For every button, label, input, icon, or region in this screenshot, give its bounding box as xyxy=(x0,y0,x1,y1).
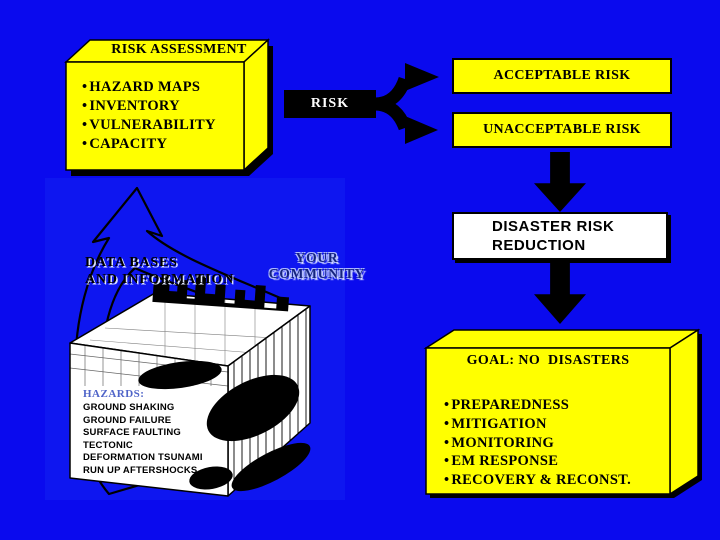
list-item: MITIGATION xyxy=(444,415,631,434)
goal-box: GOAL: NO DISASTERS PREPAREDNESS MITIGATI… xyxy=(422,326,706,502)
hazards-list: HAZARDS: GROUND SHAKING GROUND FAILURE S… xyxy=(83,388,233,477)
acceptable-risk-box: ACCEPTABLE RISK xyxy=(452,58,672,94)
unacceptable-risk-box: UNACCEPTABLE RISK xyxy=(452,112,672,148)
fault-blobs xyxy=(138,360,311,492)
hazard-line: TECTONIC xyxy=(83,439,133,451)
list-item: PREPAREDNESS xyxy=(444,396,631,415)
city-block-graphic xyxy=(69,274,311,497)
list-item: INVENTORY xyxy=(82,97,216,116)
hazard-line: DEFORMATION TSUNAMI xyxy=(83,452,203,463)
city-skyline-icon xyxy=(152,274,290,312)
list-item: MONITORING xyxy=(444,434,631,453)
goal-list: PREPAREDNESS MITIGATION MONITORING EM RE… xyxy=(444,396,631,490)
disaster-risk-reduction-box: DISASTER RISK REDUCTION xyxy=(452,212,668,260)
down-arrow-icon xyxy=(534,262,586,324)
risk-assessment-list: HAZARD MAPS INVENTORY VULNERABILITY CAPA… xyxy=(82,78,216,154)
community-label: YOUR COMMUNITY xyxy=(268,250,366,281)
split-arrow-icon xyxy=(374,63,439,144)
list-item: VULNERABILITY xyxy=(82,116,216,135)
risk-assessment-title: RISK ASSESSMENT xyxy=(111,42,247,57)
acceptable-risk-label: ACCEPTABLE RISK xyxy=(493,68,631,83)
risk-connector-label: RISK xyxy=(284,90,376,118)
risk-assessment-box: RISK ASSESSMENT HAZARD MAPS INVENTORY VU… xyxy=(62,36,278,184)
unacceptable-risk-label: UNACCEPTABLE RISK xyxy=(483,122,641,137)
hazard-line: GROUND FAILURE xyxy=(83,414,172,426)
hazards-title: HAZARDS: xyxy=(83,388,145,400)
down-arrow-icon xyxy=(534,152,586,212)
databases-label: DATA BASES AND INFORMATION xyxy=(85,255,235,287)
list-item: CAPACITY xyxy=(82,135,216,154)
community-graphic xyxy=(69,186,311,497)
list-item: HAZARD MAPS xyxy=(82,78,216,97)
hazard-line: SURFACE FAULTING xyxy=(83,427,182,438)
list-item: EM RESPONSE xyxy=(444,452,631,471)
hazard-line: RUN UP AFTERSHOCKS xyxy=(83,464,198,476)
list-item: RECOVERY & RECONST. xyxy=(444,471,631,490)
community-picture: DATA BASES AND INFORMATION YOUR COMMUNIT… xyxy=(45,178,364,500)
goal-title: GOAL: NO DISASTERS xyxy=(466,353,630,368)
hazard-line: GROUND SHAKING xyxy=(83,402,175,413)
